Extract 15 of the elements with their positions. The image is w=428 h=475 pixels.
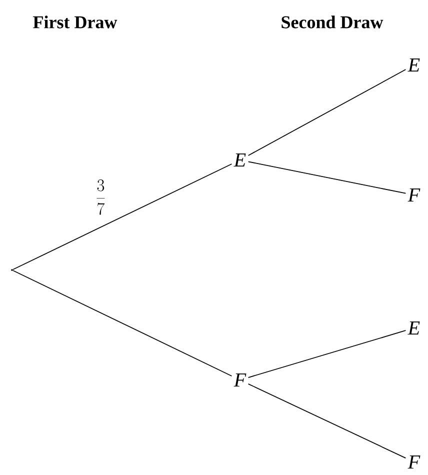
branch-line: [12, 270, 232, 376]
outcome-letter: F: [408, 188, 420, 202]
column-heading: First Draw: [33, 16, 118, 28]
column-heading: Second Draw: [282, 16, 384, 28]
branch-line: [248, 161, 406, 194]
outcome-letter: F: [408, 455, 420, 469]
branch-line: [248, 383, 406, 459]
branch-line: [12, 164, 232, 270]
branch-line: [248, 330, 406, 378]
probability-label: $\frac{3}{7}$: [96, 180, 105, 215]
outcome-letter: E: [408, 58, 420, 72]
branch-line: [248, 69, 406, 156]
outcome-letter: E: [408, 321, 420, 335]
outcome-letter: E: [234, 153, 246, 167]
outcome-letter: F: [234, 373, 246, 387]
